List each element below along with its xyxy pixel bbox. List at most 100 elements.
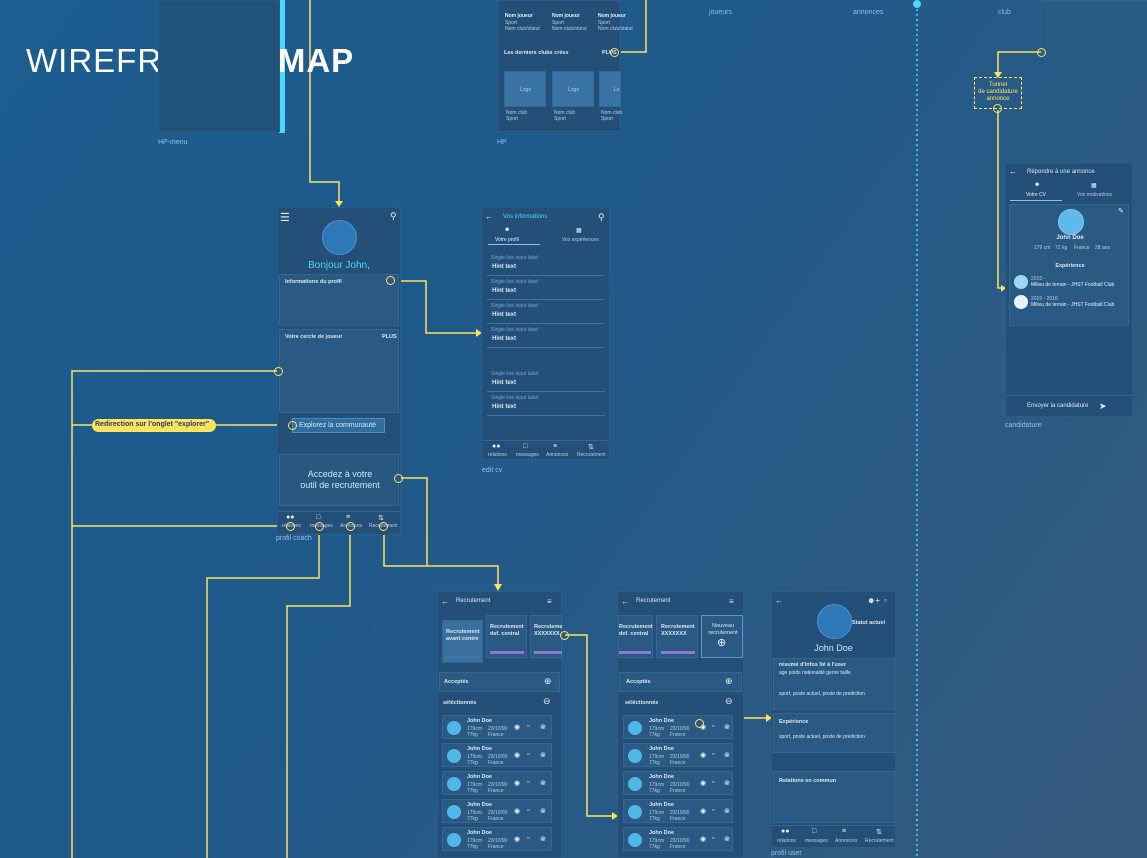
back-arrow-icon[interactable]: ← — [485, 212, 493, 221]
candidate-row[interactable]: John Doe 179cm 77kg 23/10/90 France ◉ ▫ … — [623, 827, 733, 851]
recrutement-icon[interactable]: ⇅ — [876, 829, 882, 836]
messages-icon[interactable]: □ — [523, 443, 528, 450]
expand-plus-icon[interactable]: ⊕ — [544, 676, 552, 686]
message-icon[interactable]: ▫ — [527, 723, 530, 730]
close-icon[interactable]: ⊗ — [540, 808, 546, 815]
nav-recrutement[interactable]: Recrutement — [865, 838, 894, 844]
view-icon[interactable]: ◉ — [514, 836, 521, 843]
close-icon[interactable]: ⊗ — [724, 808, 730, 815]
close-icon[interactable]: ⊗ — [540, 752, 546, 759]
close-icon[interactable]: ⊗ — [724, 752, 730, 759]
filter-icon[interactable]: ≡ — [729, 597, 734, 606]
close-icon[interactable]: ⊗ — [724, 780, 730, 787]
collapse-minus-icon[interactable]: ⊖ — [725, 696, 733, 706]
field-2-input[interactable]: Hint text — [492, 288, 516, 294]
coach-circle-plus[interactable]: PLUS — [382, 334, 397, 340]
close-icon[interactable]: ⊗ — [540, 836, 546, 843]
send-icon[interactable]: ➤ — [1099, 401, 1107, 411]
menu-icon[interactable]: ☰ — [280, 212, 290, 224]
nav-annonces[interactable]: Annonces — [546, 452, 569, 458]
candidate-row[interactable]: John Doe 179cm 77kg 23/10/90 France ◉ ▫ … — [442, 743, 552, 767]
messages-icon[interactable]: □ — [316, 514, 321, 521]
relations-icon[interactable]: ●● — [286, 514, 295, 521]
annonces-icon[interactable]: ≡ — [553, 443, 558, 450]
view-icon[interactable]: ◉ — [514, 752, 521, 759]
tab-votre-cv[interactable]: Votre CV — [1026, 192, 1047, 198]
close-icon[interactable]: ⊗ — [540, 724, 546, 731]
annonces-icon[interactable]: ≡ — [842, 828, 847, 835]
view-icon[interactable]: ◉ — [514, 808, 521, 815]
acceptes-row[interactable]: Acceptés ⊕ — [439, 672, 560, 692]
recr1-card-3[interactable]: Recruteme XXXXXXX — [530, 615, 562, 658]
candidate-row[interactable]: John Doe 179cm 77kg 23/10/90 France ◉ ▫ … — [623, 715, 733, 739]
tab-annonces[interactable]: annonces — [853, 9, 884, 16]
relations-icon[interactable]: ●● — [781, 828, 790, 835]
candidate-row[interactable]: John Doe 179cm 77kg 23/10/90 France ◉ ▫ … — [442, 827, 552, 851]
message-icon[interactable]: ▫ — [712, 835, 715, 842]
add-person-icon[interactable]: ☻+ — [867, 596, 881, 605]
recrutement-icon[interactable]: ⇅ — [378, 515, 384, 522]
new-recruit-card[interactable]: Nouveau recrutement ⊕ — [701, 615, 743, 658]
close-icon[interactable]: ⊗ — [540, 780, 546, 787]
tab-joueurs[interactable]: joueurs — [709, 9, 732, 16]
recrutement-icon[interactable]: ⇅ — [588, 444, 594, 451]
candidate-row[interactable]: John Doe 179cm 77kg 23/10/90 France ◉ ▫ … — [623, 799, 733, 823]
view-icon[interactable]: ◉ — [700, 724, 707, 731]
back-arrow-icon[interactable]: ← — [621, 597, 629, 606]
nav-annonces[interactable]: Annonces — [835, 838, 858, 844]
candidate-row[interactable]: John Doe 179cm 77kg 23/10/90 France ◉ ▫ … — [442, 799, 552, 823]
message-icon[interactable]: ▫ — [527, 807, 530, 814]
recr1-card-2[interactable]: Recrutement def. central — [486, 615, 527, 658]
message-icon[interactable]: ▫ — [712, 751, 715, 758]
message-icon[interactable]: ▫ — [712, 779, 715, 786]
nav-messages[interactable]: messages — [805, 838, 828, 844]
candidate-row[interactable]: John Doe 179cm 77kg 23/10/90 France ◉ ▫ … — [442, 715, 552, 739]
nav-relations[interactable]: relations — [488, 452, 507, 458]
hp-plus-link[interactable]: PLUS — [602, 50, 617, 56]
tab-vos-experiences[interactable]: Vos expériences — [562, 237, 599, 243]
recr1-card-1[interactable]: Recrutement avant centre — [442, 620, 483, 663]
field-1-input[interactable]: Hint text — [492, 264, 516, 270]
back-arrow-icon[interactable]: ← — [775, 596, 783, 605]
view-icon[interactable]: ◉ — [700, 808, 707, 815]
tab-votre-profil[interactable]: Votre profil — [495, 237, 519, 243]
candidate-row[interactable]: John Doe 179cm 77kg 23/10/90 France ◉ ▫ … — [442, 771, 552, 795]
recr2-card-2[interactable]: Recrutement XXXXXXX — [656, 615, 698, 658]
field-4-input[interactable]: Hint text — [492, 336, 516, 342]
nav-relations[interactable]: relations — [777, 838, 796, 844]
view-icon[interactable]: ◉ — [514, 724, 521, 731]
collapse-minus-icon[interactable]: ⊖ — [543, 696, 551, 706]
view-icon[interactable]: ◉ — [700, 752, 707, 759]
close-icon[interactable]: ⊗ — [724, 724, 730, 731]
relations-icon[interactable]: ●● — [492, 443, 501, 450]
add-circle-icon[interactable]: ⊕ — [717, 637, 727, 649]
expand-plus-icon[interactable]: ⊕ — [725, 676, 733, 686]
explore-button[interactable]: Explorez la communauté — [292, 418, 385, 433]
send-bar[interactable]: Envoyer la candidature ➤ — [1006, 395, 1132, 418]
nav-recrutement[interactable]: Recrutement — [577, 452, 606, 458]
back-arrow-icon[interactable]: ← — [1009, 167, 1017, 176]
nav-messages[interactable]: messages — [516, 452, 539, 458]
club-logo-2[interactable]: Logo — [552, 71, 594, 107]
field-3-input[interactable]: Hint text — [492, 312, 516, 318]
tab-club[interactable]: club — [998, 9, 1011, 16]
club-logo-1[interactable]: Logo — [504, 71, 546, 107]
message-icon[interactable]: ▫ — [527, 835, 530, 842]
recr2-card-1[interactable]: Recrutement def. central — [618, 615, 653, 658]
view-icon[interactable]: ◉ — [700, 836, 707, 843]
close-icon[interactable]: ⊗ — [724, 836, 730, 843]
field-5-input[interactable]: Hint text — [492, 380, 516, 386]
field-6-input[interactable]: Hint text — [492, 404, 516, 410]
search-icon[interactable]: ⚲ — [390, 211, 397, 221]
candidate-row[interactable]: John Doe 179cm 77kg 23/10/90 France ◉ ▫ … — [623, 771, 733, 795]
view-icon[interactable]: ◉ — [700, 780, 707, 787]
messages-icon[interactable]: □ — [812, 828, 817, 835]
message-icon[interactable]: ▫ — [527, 751, 530, 758]
tab-vos-motivations[interactable]: Vos motivations — [1077, 192, 1113, 198]
message-icon[interactable]: ▫ — [712, 807, 715, 814]
acceptes-row[interactable]: Acceptés ⊕ — [619, 672, 742, 692]
recruit-cta-card[interactable]: Accedez à votre outil de recrutement — [279, 454, 399, 506]
coach-info-card[interactable]: Informations du profil — [279, 274, 399, 326]
search-icon[interactable]: ⚲ — [598, 212, 605, 222]
view-icon[interactable]: ◉ — [514, 780, 521, 787]
